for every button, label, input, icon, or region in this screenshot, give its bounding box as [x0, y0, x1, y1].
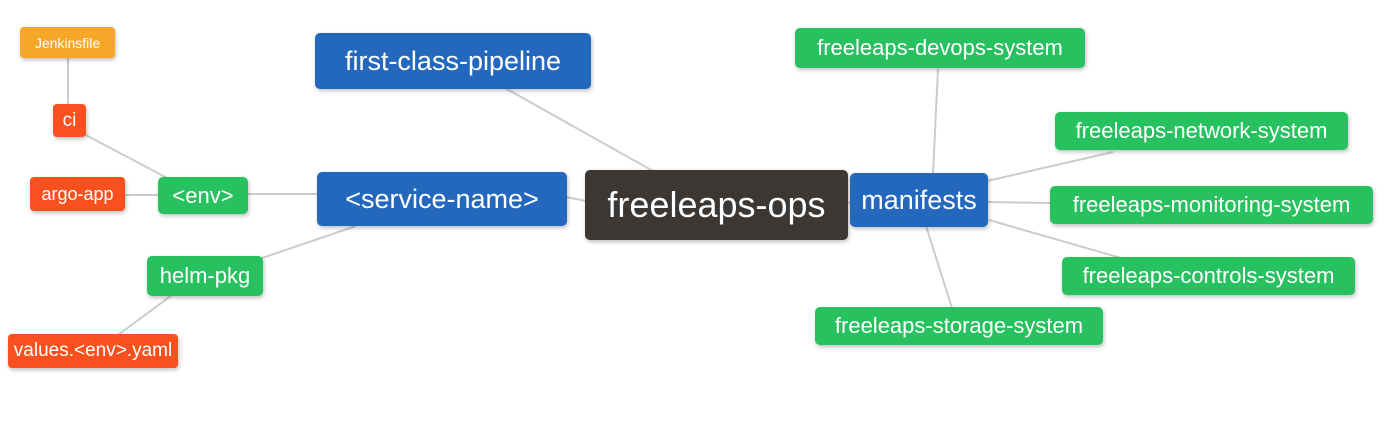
node-freeleaps-monitoring-system[interactable]: freeleaps-monitoring-system [1050, 186, 1373, 224]
edge-service-name-root [565, 196, 587, 202]
edge-service-name-helm-pkg [261, 225, 357, 259]
edge-helm-pkg-values [117, 294, 173, 336]
node-freeleaps-ops-root[interactable]: freeleaps-ops [585, 170, 848, 240]
node-freeleaps-storage-system[interactable]: freeleaps-storage-system [815, 307, 1103, 345]
node-values-env-yaml[interactable]: values.<env>.yaml [8, 334, 178, 368]
edge-manifests-controls-system [988, 219, 1122, 259]
node-helm-pkg[interactable]: helm-pkg [147, 256, 263, 296]
edge-ci-env [83, 133, 168, 179]
edge-manifests-monitoring-system [986, 201, 1052, 204]
edge-manifests-devops-system [932, 68, 939, 175]
node-jenkinsfile[interactable]: Jenkinsfile [20, 27, 115, 58]
edge-first-class-pipeline-root [504, 87, 654, 172]
node-freeleaps-controls-system[interactable]: freeleaps-controls-system [1062, 257, 1355, 295]
edge-manifests-storage-system [925, 225, 953, 309]
node-freeleaps-devops-system[interactable]: freeleaps-devops-system [795, 28, 1085, 68]
node-env[interactable]: <env> [158, 177, 248, 214]
node-manifests[interactable]: manifests [850, 173, 988, 227]
node-first-class-pipeline[interactable]: first-class-pipeline [315, 33, 591, 89]
node-freeleaps-network-system[interactable]: freeleaps-network-system [1055, 112, 1348, 150]
edge-manifests-network-system [986, 151, 1114, 182]
node-ci[interactable]: ci [53, 104, 86, 137]
node-argo-app[interactable]: argo-app [30, 177, 125, 211]
node-service-name[interactable]: <service-name> [317, 172, 567, 226]
